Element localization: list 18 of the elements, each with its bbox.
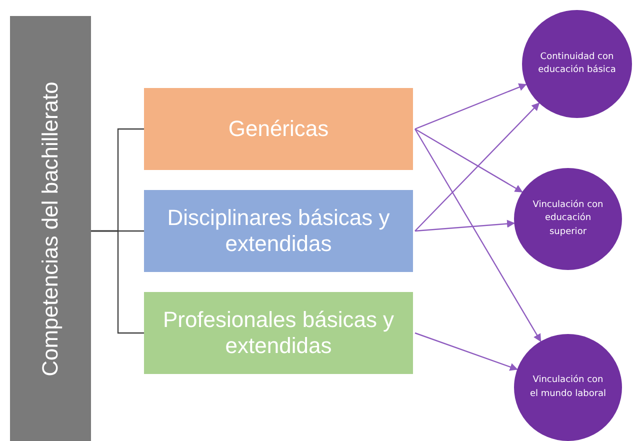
category-box [144, 88, 413, 170]
category-text: Profesionales básicas y extendidas [162, 306, 396, 360]
outcome-text: Vinculación con el mundo laboral [528, 374, 608, 400]
outcome-text: Continuidad con educación básica [537, 50, 617, 77]
arrow [414, 128, 523, 193]
arrow [414, 83, 527, 130]
title-bar [10, 16, 91, 441]
title-text: Competencias del bachillerato [38, 81, 64, 376]
category-box [144, 190, 413, 272]
arrow [414, 332, 518, 371]
arrow [414, 220, 515, 232]
category-text: Genéricas [228, 116, 329, 142]
connector-line [91, 230, 144, 334]
outcome-text: Vinculación con educación superior [532, 198, 604, 239]
arrow [414, 102, 540, 232]
arrow [414, 128, 542, 342]
category-text: Disciplinares básicas y extendidas [166, 204, 391, 258]
category-box [144, 292, 413, 374]
